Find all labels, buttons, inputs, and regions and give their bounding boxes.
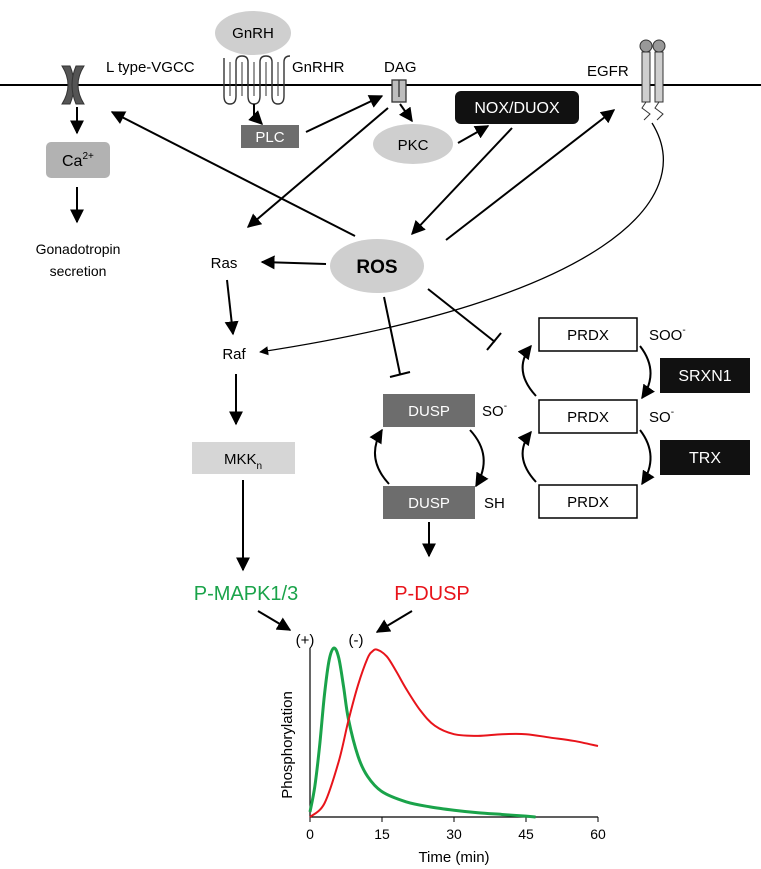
- prdx-oxidized-state: SO-: [649, 407, 674, 426]
- srxn1-label: SRXN1: [678, 368, 731, 385]
- prdx-hyperoxidized-label: PRDX: [567, 327, 609, 344]
- plc-box: [241, 125, 299, 148]
- arrow-egfr-to-raf: [259, 122, 664, 356]
- prdx-reduced-label: PRDX: [567, 494, 609, 511]
- ros-label: ROS: [356, 257, 397, 278]
- p-mapk-label: P-MAPK1/3: [194, 583, 298, 605]
- arrow-ros-to-vgcc: [110, 111, 356, 237]
- chart-ylabel: Phosphorylation: [279, 691, 296, 799]
- series-line-p-mapk: [308, 646, 536, 819]
- srxn1-box: [660, 358, 750, 393]
- plus-sign: (+): [296, 632, 315, 649]
- arrow-plc-to-dag: [305, 95, 384, 133]
- phosphorylation-chart: 0 15 30 45 60 Time (min) Phosphorylation: [279, 646, 606, 866]
- p-dusp-label: P-DUSP: [394, 583, 470, 605]
- prdx-oxidized-label: PRDX: [567, 409, 609, 426]
- nox-duox-label: NOX/DUOX: [474, 100, 560, 117]
- arrow-pdusp-to-chart: [375, 610, 413, 633]
- arrow-gnrhr-to-plc: [248, 104, 263, 125]
- vgcc-channel-icon: [61, 65, 85, 105]
- pkc-oval: [373, 124, 453, 164]
- dag-label: DAG: [384, 59, 417, 76]
- cycle-prdx-oxidize-1: [517, 344, 537, 397]
- arrow-ros-to-ras: [260, 255, 327, 270]
- arrow-ras-to-raf: [224, 279, 239, 336]
- gnrh-oval: [215, 11, 291, 55]
- calcium-box: [46, 142, 110, 178]
- arrow-dag-to-pkc: [399, 103, 413, 123]
- calcium-label: Ca2+: [62, 151, 94, 170]
- egfr-label: EGFR: [587, 63, 629, 80]
- egfr-receptor-icon: [639, 39, 666, 121]
- dusp-reduced-label: DUSP: [408, 495, 450, 512]
- secretion-label-line1: Gonadotropin: [36, 241, 121, 257]
- raf-label: Raf: [222, 346, 246, 363]
- prdx-reduced-box: [538, 484, 638, 519]
- prdx-oxidized-box: [538, 399, 638, 434]
- cycle-prdx-srxn1: [639, 345, 655, 400]
- mkk-label: MKKn: [224, 451, 262, 472]
- dusp-oxidized-label: DUSP: [408, 403, 450, 420]
- arrow-dag-to-ras: [246, 107, 389, 228]
- prdx-hyperoxidized-box: [538, 317, 638, 352]
- arrow-pmapk-to-chart: [257, 610, 292, 631]
- arrow-nox-to-ros: [411, 127, 513, 236]
- ras-label: Ras: [211, 255, 238, 272]
- chart-xtick-label: 45: [518, 826, 534, 842]
- dusp-oxidized-state: SO-: [482, 401, 507, 420]
- gnrh-label: GnRH: [232, 25, 274, 42]
- cycle-dusp-reduce: [469, 429, 489, 488]
- dusp-oxidized-box: [383, 394, 475, 427]
- chart-xtick-label: 30: [446, 826, 462, 842]
- inhibit-ros-to-prdx: [427, 288, 496, 343]
- cycle-dusp-oxidize: [369, 428, 390, 485]
- pkc-label: PKC: [398, 137, 429, 154]
- secretion-label-line2: secretion: [50, 263, 107, 279]
- series-line-p-dusp: [309, 648, 599, 818]
- dusp-reduced-box: [383, 486, 475, 519]
- dusp-reduced-state: SH: [484, 495, 505, 512]
- vgcc-label: L type-VGCC: [106, 59, 195, 76]
- cycle-prdx-trx: [639, 429, 655, 486]
- nox-duox-box: [455, 91, 579, 124]
- inhibit-ros-to-dusp: [383, 296, 401, 375]
- minus-sign: (-): [349, 632, 364, 649]
- trx-box: [660, 440, 750, 475]
- chart-xtick-label: 0: [306, 826, 314, 842]
- prdx-hyperoxidized-state: SOO-: [649, 325, 686, 344]
- ros-oval: [330, 239, 424, 293]
- mkk-box: [192, 442, 295, 474]
- cycle-prdx-oxidize-2: [517, 430, 537, 483]
- arrow-ros-to-egfr: [445, 109, 616, 241]
- gnrhr-receptor-icon: [223, 55, 291, 105]
- chart-xlabel: Time (min): [418, 849, 489, 866]
- dag-icon: [391, 79, 407, 103]
- trx-label: TRX: [689, 450, 721, 467]
- chart-xtick-label: 60: [590, 826, 606, 842]
- arrow-pkc-to-nox: [457, 125, 490, 144]
- chart-xtick-label: 15: [374, 826, 390, 842]
- gnrhr-label: GnRHR: [292, 59, 345, 76]
- plc-label: PLC: [255, 129, 284, 146]
